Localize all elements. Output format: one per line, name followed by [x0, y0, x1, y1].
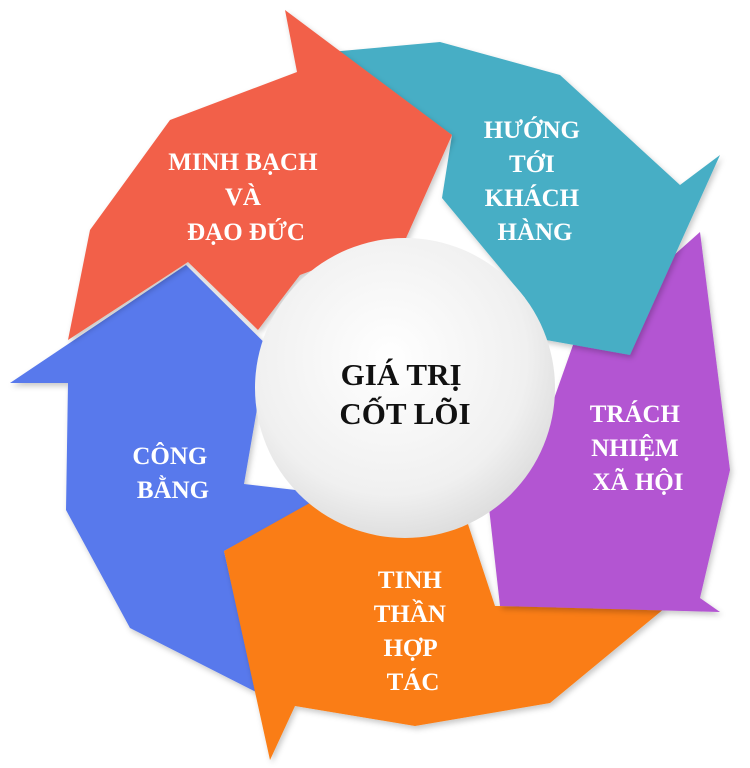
center-line: GIÁ TRỊ	[341, 357, 462, 392]
center-line: CỐT LÕI	[339, 395, 470, 431]
segment-label-line: KHÁCH	[485, 184, 580, 212]
segment-customer-arrow	[330, 42, 720, 355]
segment-cooperation-arrow	[224, 476, 665, 760]
segment-customer-label: HƯỚNG TỚI KHÁCH HÀNG	[484, 116, 587, 246]
segment-label-line: ĐẠO ĐỨC	[187, 218, 305, 246]
segment-label-line: VÀ	[225, 183, 261, 211]
segment-social-label: TRÁCH NHIỆM XÃ HỘI	[590, 400, 687, 496]
segment-social-arrow	[482, 232, 730, 612]
segment-label-line: NHIỆM	[591, 434, 679, 462]
segment-label-line: THẦN	[374, 599, 446, 628]
segment-fairness-arrow	[10, 265, 330, 692]
segment-transparency-label: MINH BẠCH VÀ ĐẠO ĐỨC	[168, 149, 324, 246]
segment-transparency-arrow	[68, 10, 452, 340]
center-label: GIÁ TRỊ CỐT LÕI	[339, 357, 470, 431]
segment-label-line: XÃ HỘI	[593, 468, 684, 496]
segment-label-line: TRÁCH	[590, 400, 681, 428]
segment-fairness-label: CÔNG BẰNG	[132, 441, 213, 504]
center-circle	[255, 238, 555, 538]
segment-label-line: BẰNG	[137, 475, 209, 504]
segment-label-line: CÔNG	[132, 441, 207, 470]
segment-label-line: MINH BẠCH	[168, 149, 318, 176]
segment-label-line: HÀNG	[498, 218, 573, 246]
segment-label-line: TINH	[378, 567, 442, 594]
segment-label-line: TỚI	[509, 150, 555, 178]
segment-cooperation-label: TINH THẦN HỢP TÁC	[374, 567, 452, 696]
segment-label-line: HỢP	[383, 635, 437, 662]
segment-label-line: HƯỚNG	[484, 116, 580, 144]
segment-label-line: TÁC	[387, 668, 440, 696]
